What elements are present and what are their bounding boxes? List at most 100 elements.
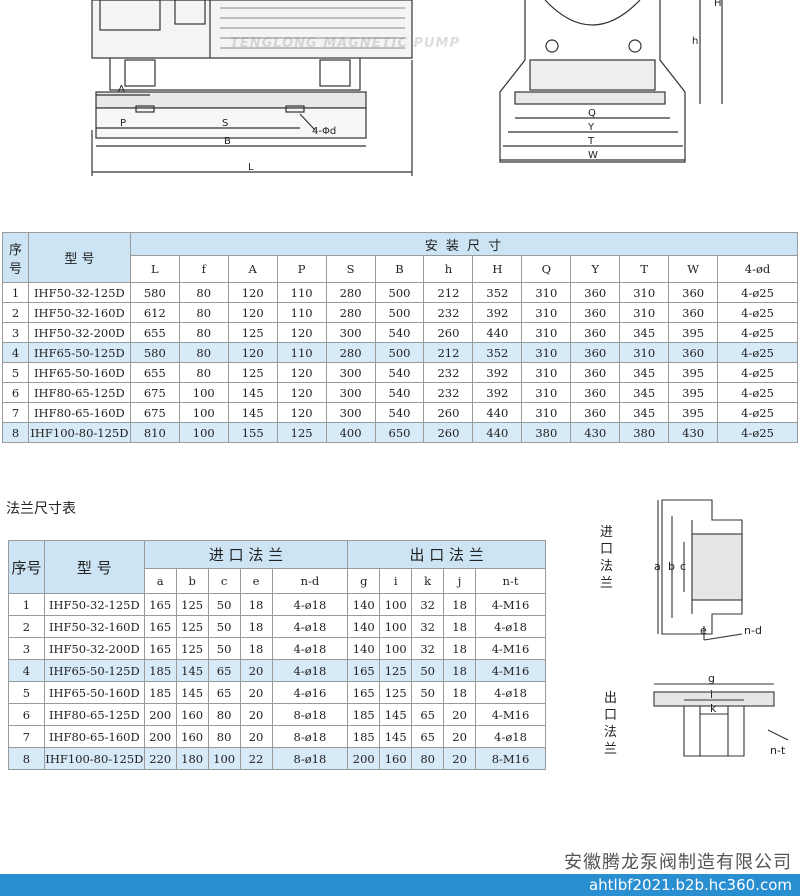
table-cell: 212	[423, 342, 474, 363]
flange-table-title: 法兰尺寸表	[6, 501, 76, 517]
table-cell: 360	[668, 302, 719, 323]
table-cell: 140	[347, 637, 381, 660]
table-cell: 32	[411, 637, 445, 660]
table-cell: 232	[423, 382, 474, 403]
col-header-outlet: g	[347, 567, 381, 595]
col-header-inlet: n-d	[271, 567, 349, 595]
table-cell: 655	[129, 362, 180, 383]
table-cell: 360	[570, 302, 621, 323]
col-group-outlet: 出 口 法 兰	[347, 540, 546, 569]
col-header: B	[374, 255, 425, 283]
table-cell: 280	[325, 282, 376, 303]
table-cell: 110	[276, 282, 327, 303]
table-cell: 310	[619, 342, 670, 363]
table-cell: 345	[619, 382, 670, 403]
table-cell: 4-ø18	[271, 637, 349, 660]
table-cell: 430	[668, 422, 719, 443]
table-cell: 280	[325, 342, 376, 363]
table-cell: 4-M16	[475, 703, 546, 726]
table-cell: 80	[207, 725, 241, 748]
table-cell: 280	[325, 302, 376, 323]
table-cell: 65	[207, 659, 241, 682]
table-cell: IHF100-80-125D	[27, 422, 131, 443]
table-cell: 4-M16	[475, 659, 546, 682]
table-cell: 3	[8, 637, 45, 660]
table-cell: IHF80-65-160D	[27, 402, 131, 423]
table-cell: 310	[521, 302, 572, 323]
dim-label-S: S	[222, 118, 228, 129]
col-header-inlet: b	[175, 567, 209, 595]
table-cell: 165	[347, 681, 381, 704]
table-cell: 4	[8, 659, 45, 682]
table-cell: 185	[143, 681, 177, 704]
table-cell: 185	[143, 659, 177, 682]
table-cell: 650	[374, 422, 425, 443]
table-cell: 4-ø25	[717, 402, 798, 423]
table-cell: 100	[379, 615, 413, 638]
col-header: Q	[521, 255, 572, 283]
table-cell: 310	[521, 342, 572, 363]
table-cell: 80	[411, 747, 445, 770]
table-cell: 20	[239, 703, 273, 726]
col-header: Y	[570, 255, 621, 283]
table-cell: 155	[227, 422, 278, 443]
table-cell: 18	[443, 681, 477, 704]
site-url: ahtlbf2021.b2b.hc360.com	[588, 876, 792, 894]
table-cell: 18	[443, 659, 477, 682]
table-cell: 145	[227, 382, 278, 403]
table-cell: 20	[443, 725, 477, 748]
table-cell: 185	[347, 703, 381, 726]
table-cell: 4-ø25	[717, 342, 798, 363]
col-header: 4-ød	[717, 255, 798, 283]
footer-bar	[0, 874, 800, 896]
table-cell: 4-ø25	[717, 282, 798, 303]
table-cell: 20	[239, 681, 273, 704]
table-cell: 125	[227, 362, 278, 383]
table-cell: 50	[207, 615, 241, 638]
table-cell: 395	[668, 382, 719, 403]
table-cell: IHF80-65-160D	[43, 725, 145, 748]
table-cell: 50	[207, 637, 241, 660]
table-cell: 260	[423, 322, 474, 343]
table-cell: 392	[472, 382, 523, 403]
table-cell: 300	[325, 382, 376, 403]
table-cell: IHF65-50-125D	[43, 659, 145, 682]
table-cell: IHF50-32-125D	[27, 282, 131, 303]
dim-label-T: T	[587, 136, 595, 147]
col-header: L	[129, 255, 180, 283]
table-cell: 360	[570, 282, 621, 303]
table-cell: 220	[143, 747, 177, 770]
pump-installation-drawing: A P S 4-Φd B L H h Q Y T W	[91, 0, 723, 176]
table-cell: 400	[325, 422, 376, 443]
table-cell: IHF50-32-200D	[43, 637, 145, 660]
table-cell: 540	[374, 382, 425, 403]
table-cell: IHF65-50-125D	[27, 342, 131, 363]
flange-dim-c: c	[680, 560, 686, 573]
col-header: H	[472, 255, 523, 283]
col-seq: 序号	[8, 540, 45, 594]
table-cell: 345	[619, 362, 670, 383]
table-cell: 352	[472, 282, 523, 303]
dim-label-B: B	[224, 136, 231, 147]
table-cell: 4-M16	[475, 637, 546, 660]
table-cell: 65	[411, 703, 445, 726]
company-name: 安徽腾龙泵阀制造有限公司	[564, 852, 792, 873]
flange-dim-i: i	[710, 688, 713, 701]
table-cell: IHF50-32-160D	[27, 302, 131, 323]
col-header: W	[668, 255, 719, 283]
table-cell: 185	[347, 725, 381, 748]
table-cell: 120	[276, 382, 327, 403]
table-cell: IHF80-65-125D	[43, 703, 145, 726]
table-cell: 2	[8, 615, 45, 638]
inlet-flange-label: 进口法兰	[600, 525, 613, 591]
table-cell: 212	[423, 282, 474, 303]
table-cell: 810	[129, 422, 180, 443]
